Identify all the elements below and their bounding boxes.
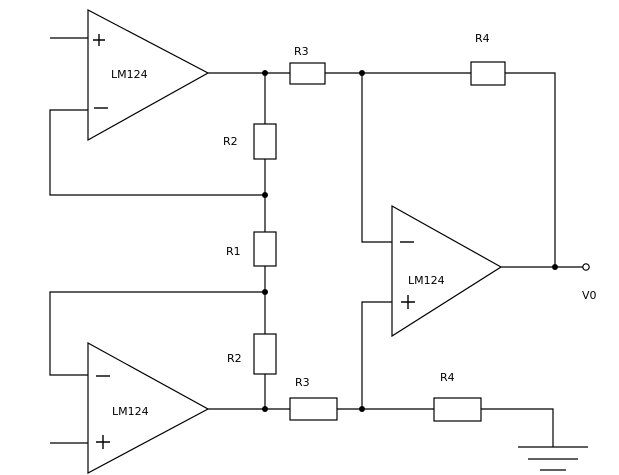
resistor-r3-bottom <box>289 397 338 421</box>
opamp-top-plus-sign <box>93 34 105 46</box>
label-r2-bottom: R2 <box>227 352 242 365</box>
wire-u1-feedback <box>49 109 265 196</box>
node-u1-out <box>262 70 268 76</box>
output-label: V0 <box>582 289 597 302</box>
node-u3-plus <box>359 406 365 412</box>
label-r4-top: R4 <box>475 32 490 45</box>
wire-r4-top-feedback <box>505 72 556 267</box>
wire-u3-plus-input <box>361 301 392 409</box>
label-r1: R1 <box>226 245 241 258</box>
opamp-bottom: LM124 <box>87 341 210 474</box>
node-u1-feedback <box>262 192 268 198</box>
resistor-r3-top <box>289 62 326 85</box>
opamp-bottom-plus-sign <box>96 435 110 449</box>
node-u2-feedback <box>262 289 268 295</box>
opamp-bottom-label: LM124 <box>112 405 149 418</box>
opamp-output-body <box>391 204 503 338</box>
wires <box>49 37 583 447</box>
resistor-r4-bottom <box>433 397 482 422</box>
label-r4-bottom: R4 <box>440 371 455 384</box>
output-terminal: V0 <box>582 263 597 302</box>
opamp-top-body <box>87 9 210 142</box>
opamp-output: LM124 <box>391 204 503 338</box>
node-u3-minus <box>359 70 365 76</box>
resistor-r2-bottom <box>253 333 277 375</box>
label-r2-top: R2 <box>223 135 238 148</box>
opamp-top: LM124 <box>87 9 210 142</box>
resistor-r1 <box>253 231 277 267</box>
resistor-labels: R2 R1 R2 R3 R3 R4 R4 <box>223 32 490 389</box>
label-r3-top: R3 <box>294 45 309 58</box>
resistors <box>253 61 506 422</box>
node-u3-out <box>552 264 558 270</box>
wire-u2-feedback <box>49 291 265 376</box>
node-u2-out <box>262 406 268 412</box>
opamp-output-label: LM124 <box>408 274 445 287</box>
output-terminal-circle <box>582 263 590 271</box>
ground-symbol <box>518 446 588 471</box>
resistor-r4-top <box>470 61 506 86</box>
wire-u3-minus-input <box>361 73 392 243</box>
label-r3-bottom: R3 <box>295 376 310 389</box>
resistor-r2-top <box>253 123 277 160</box>
opamp-bottom-body <box>87 341 210 474</box>
wire-r4-bottom-ground <box>481 408 554 447</box>
opamp-top-label: LM124 <box>111 68 148 81</box>
opamp-output-plus-sign <box>401 295 415 309</box>
junction-nodes <box>262 70 558 412</box>
